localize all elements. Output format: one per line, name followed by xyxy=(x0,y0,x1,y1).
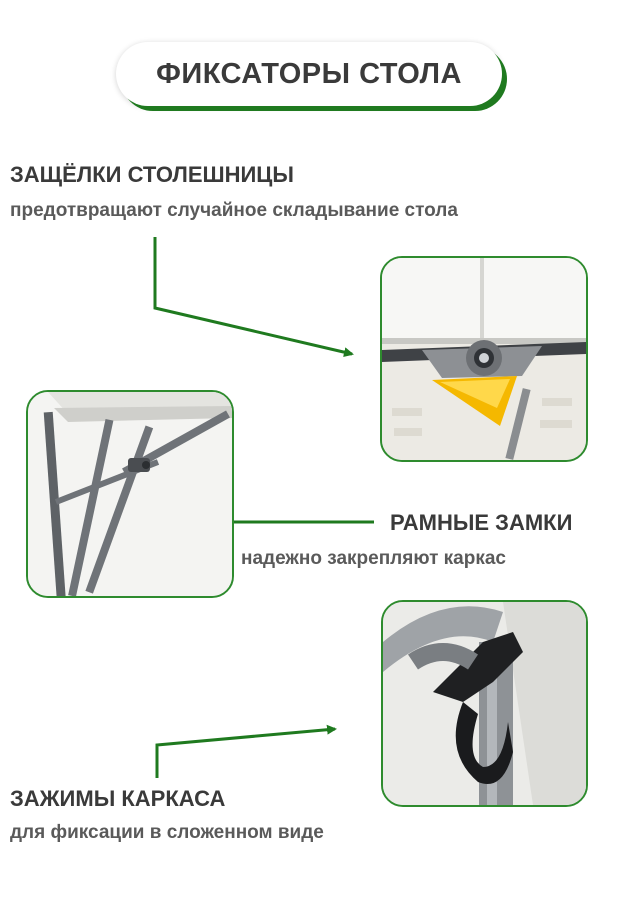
latch-photo xyxy=(380,256,588,462)
feature-1-heading: ЗАЩЁЛКИ СТОЛЕШНИЦЫ xyxy=(10,162,294,187)
feature-2-description: надежно закрепляют каркас xyxy=(241,548,506,569)
feature-1-description: предотвращают случайное складывание стол… xyxy=(10,200,458,221)
frame-lock-photo xyxy=(26,390,234,598)
clamp-photo xyxy=(381,600,588,807)
title-badge: ФИКСАТОРЫ СТОЛА xyxy=(116,42,502,106)
feature-3-heading: ЗАЖИМЫ КАРКАСА xyxy=(10,786,226,811)
arrow-clamp xyxy=(155,724,337,778)
arrow-latch xyxy=(153,237,354,358)
feature-2-heading: РАМНЫЕ ЗАМКИ xyxy=(390,510,573,535)
feature-3-description: для фиксации в сложенном виде xyxy=(10,822,324,843)
page-title: ФИКСАТОРЫ СТОЛА xyxy=(156,57,462,90)
